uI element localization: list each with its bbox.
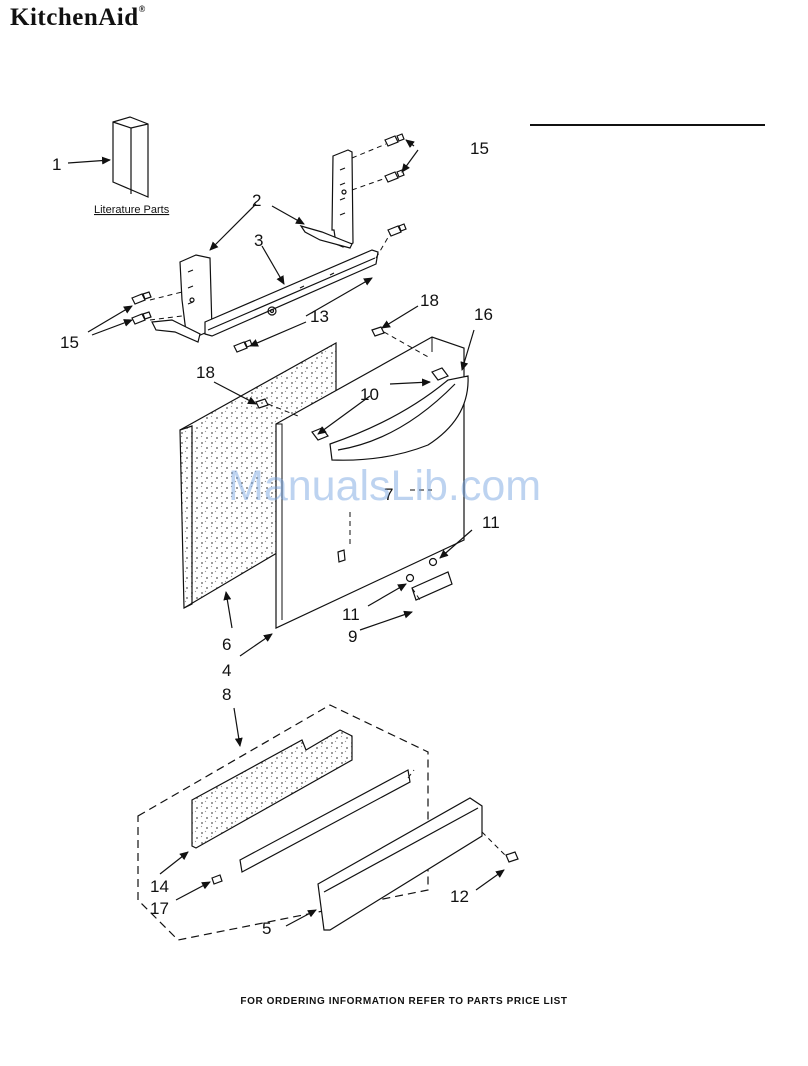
left-side-bracket — [151, 254, 213, 343]
callout-17: 17 — [150, 899, 169, 918]
screw-13-upper — [387, 223, 407, 237]
bracket-clip — [211, 874, 223, 885]
screw-12 — [505, 851, 519, 863]
toe-panel — [317, 797, 483, 931]
callout-3: 3 — [254, 231, 263, 250]
callout-11-left: 11 — [342, 605, 360, 624]
registered-mark: ® — [138, 4, 146, 14]
door-badge — [411, 571, 453, 601]
header-rule — [530, 124, 765, 126]
callout-1: 1 — [52, 155, 61, 174]
screw-18-upper — [371, 326, 385, 337]
screw-15-right-bottom — [384, 169, 405, 183]
spring-clip — [337, 549, 346, 563]
screw-15-right-top — [384, 133, 405, 147]
toe-panel-insulation — [191, 729, 353, 849]
callout-2: 2 — [252, 191, 261, 210]
callout-4: 4 — [222, 661, 231, 680]
callout-6: 6 — [222, 635, 231, 654]
assembly-lines — [149, 143, 507, 857]
callout-5: 5 — [262, 919, 271, 938]
screw-13-lower — [233, 339, 253, 353]
callout-18-upper: 18 — [420, 291, 439, 310]
callout-10: 10 — [360, 385, 379, 404]
badge-nut-left — [405, 573, 415, 583]
callout-12: 12 — [450, 887, 469, 906]
watermark: ManualsLib.com — [228, 462, 542, 510]
literature-booklet — [112, 116, 149, 198]
toe-panel-bracket — [239, 769, 411, 873]
insulation-panel — [179, 341, 337, 610]
brand-name: KitchenAid — [10, 4, 139, 31]
callout-16: 16 — [474, 305, 493, 324]
callout-14: 14 — [150, 877, 169, 896]
kickplate-kit-outline — [137, 704, 429, 941]
callout-13: 13 — [310, 307, 329, 326]
callout-15-right: 15 — [470, 139, 489, 158]
badge-nut-right — [428, 557, 438, 567]
screw-15-left-top — [131, 291, 152, 305]
door-brace — [204, 249, 379, 337]
ordering-footer: FOR ORDERING INFORMATION REFER TO PARTS … — [240, 996, 568, 1007]
literature-parts-label: Literature Parts — [94, 204, 170, 216]
callout-9: 9 — [348, 627, 357, 646]
callout-11-right: 11 — [482, 513, 500, 532]
callout-18-lower: 18 — [196, 363, 215, 382]
callout-15-left: 15 — [60, 333, 79, 352]
screw-15-left-bottom — [131, 311, 152, 325]
callout-7: 7 — [384, 485, 393, 504]
leader-lines — [67, 139, 505, 927]
callout-8: 8 — [222, 685, 231, 704]
right-side-bracket — [299, 149, 354, 249]
brand-logo: KitchenAid® — [10, 4, 146, 32]
